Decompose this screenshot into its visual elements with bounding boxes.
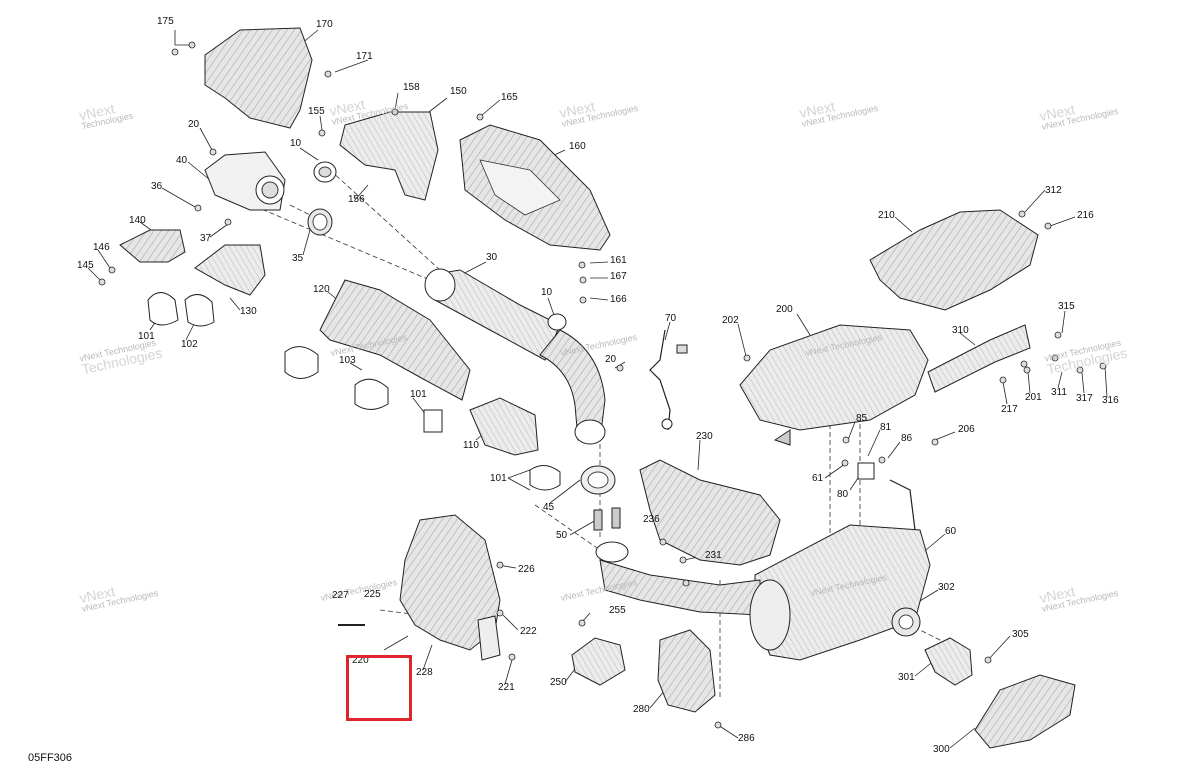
part-label: 45 <box>543 502 555 513</box>
part-label: 216 <box>1077 210 1094 221</box>
part-label: 165 <box>501 92 518 103</box>
part-label: 120 <box>313 284 330 295</box>
part-label: 101 <box>410 389 427 400</box>
part-label: 61 <box>812 473 824 484</box>
highlight-box <box>346 655 412 721</box>
part-label: 202 <box>722 315 739 326</box>
part-label: 101 <box>490 473 507 484</box>
part-label: 30 <box>486 252 498 263</box>
part-label: 156 <box>348 194 365 205</box>
part-label: 310 <box>952 325 969 336</box>
part-label: 317 <box>1076 393 1093 404</box>
part-label: 146 <box>93 242 110 253</box>
part-label: 20 <box>188 119 200 130</box>
part-label: 10 <box>290 138 302 149</box>
part-label: 231 <box>705 550 722 561</box>
part-label: 312 <box>1045 185 1062 196</box>
part-label: 166 <box>610 294 627 305</box>
part-label: 315 <box>1058 301 1075 312</box>
part-label: 158 <box>403 82 420 93</box>
part-label: 228 <box>416 667 433 678</box>
part-label: 316 <box>1102 395 1119 406</box>
part-label: 102 <box>181 339 198 350</box>
part-label: 35 <box>292 253 304 264</box>
part-label: 101 <box>138 331 155 342</box>
part-label: 110 <box>463 440 479 451</box>
document-code: 05FF306 <box>28 752 73 764</box>
part-label: 140 <box>129 215 146 226</box>
part-label: 230 <box>696 431 713 442</box>
part-label: 60 <box>945 526 957 537</box>
part-label: 300 <box>933 744 950 755</box>
part-label: 37 <box>200 233 212 244</box>
part-label: 210 <box>878 210 895 221</box>
part-label: 255 <box>609 605 626 616</box>
part-label: 250 <box>550 677 567 688</box>
part-label: 225 <box>364 589 381 600</box>
part-label: 170 <box>316 19 333 30</box>
part-label: 70 <box>665 313 677 324</box>
part-label: 226 <box>518 564 535 575</box>
part-label: 50 <box>556 530 568 541</box>
part-label: 217 <box>1001 404 1018 415</box>
part-label: 220 <box>352 655 369 666</box>
part-label: 175 <box>157 16 174 27</box>
part-label: 81 <box>880 422 892 433</box>
part-label: 80 <box>837 489 849 500</box>
part-label: 155 <box>308 106 325 117</box>
part-label: 145 <box>77 260 94 271</box>
part-label: 130 <box>240 306 257 317</box>
part-label: 40 <box>176 155 188 166</box>
part-label: 221 <box>498 682 515 693</box>
part-label: 222 <box>520 626 537 637</box>
part-label: 236 <box>643 514 660 525</box>
part-label: 227 <box>332 590 349 601</box>
part-label: 150 <box>450 86 467 97</box>
part-label: 200 <box>776 304 793 315</box>
part-label: 36 <box>151 181 163 192</box>
part-label: 305 <box>1012 629 1029 640</box>
part-label: 20 <box>605 354 617 365</box>
part-label: 167 <box>610 271 627 282</box>
part-label: 206 <box>958 424 975 435</box>
part-label: 10 <box>541 287 553 298</box>
part-label: 201 <box>1025 392 1042 403</box>
part-label: 311 <box>1051 387 1067 398</box>
part-label: 301 <box>898 672 915 683</box>
part-label: 280 <box>633 704 650 715</box>
part-label: 286 <box>738 733 755 744</box>
part-label: 302 <box>938 582 955 593</box>
part-label: 160 <box>569 141 586 152</box>
part-label: 171 <box>356 51 373 62</box>
part-label: 103 <box>339 355 356 366</box>
part-label: 86 <box>901 433 913 444</box>
part-label: 85 <box>856 413 868 424</box>
part-label: 161 <box>610 255 627 266</box>
